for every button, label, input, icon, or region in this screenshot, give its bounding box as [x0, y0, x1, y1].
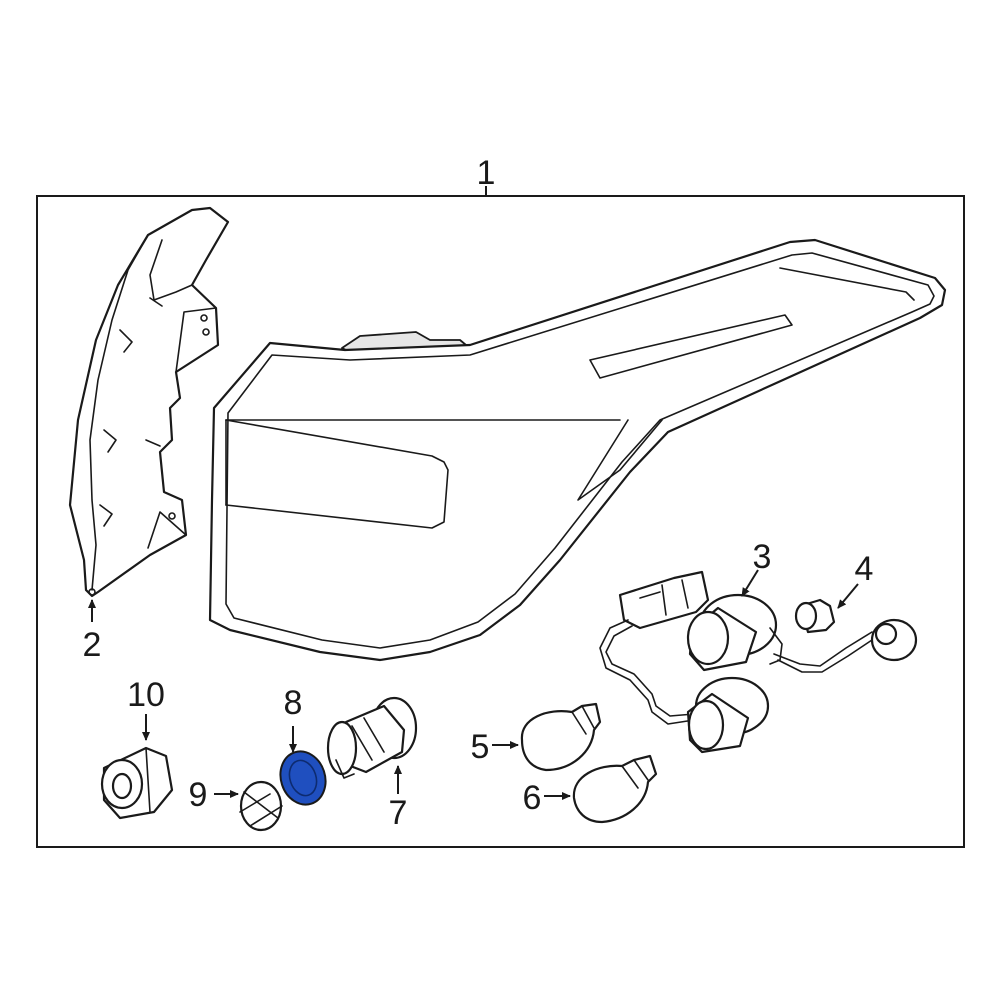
bulb-5-part: [520, 702, 602, 772]
clip-9-part: [239, 780, 283, 832]
assembly-frame: [36, 195, 965, 848]
mounting-bracket-part: [68, 206, 230, 598]
gasket-8-part: [279, 750, 327, 806]
socket-harness-part: [599, 570, 918, 754]
callout-5: 5: [471, 728, 490, 766]
small-bulb-part: [794, 598, 836, 634]
callout-6: 6: [523, 779, 542, 817]
callout-7: 7: [389, 794, 408, 832]
tail-lamp-housing-part: [208, 238, 947, 662]
callout-4: 4: [855, 550, 874, 588]
leader-4: [837, 583, 859, 609]
cap-10-part: [100, 746, 174, 820]
socket-7-part: [326, 696, 418, 779]
callout-2: 2: [83, 626, 102, 664]
gasket-inner: [288, 759, 318, 797]
callout-9: 9: [189, 776, 208, 814]
callout-3: 3: [753, 538, 772, 576]
bulb-6-part: [572, 754, 658, 824]
callout-1: 1: [477, 154, 496, 192]
callout-10: 10: [127, 676, 165, 714]
callout-8: 8: [284, 684, 303, 722]
leader-3: [741, 569, 759, 597]
gasket-highlight: [279, 750, 327, 806]
